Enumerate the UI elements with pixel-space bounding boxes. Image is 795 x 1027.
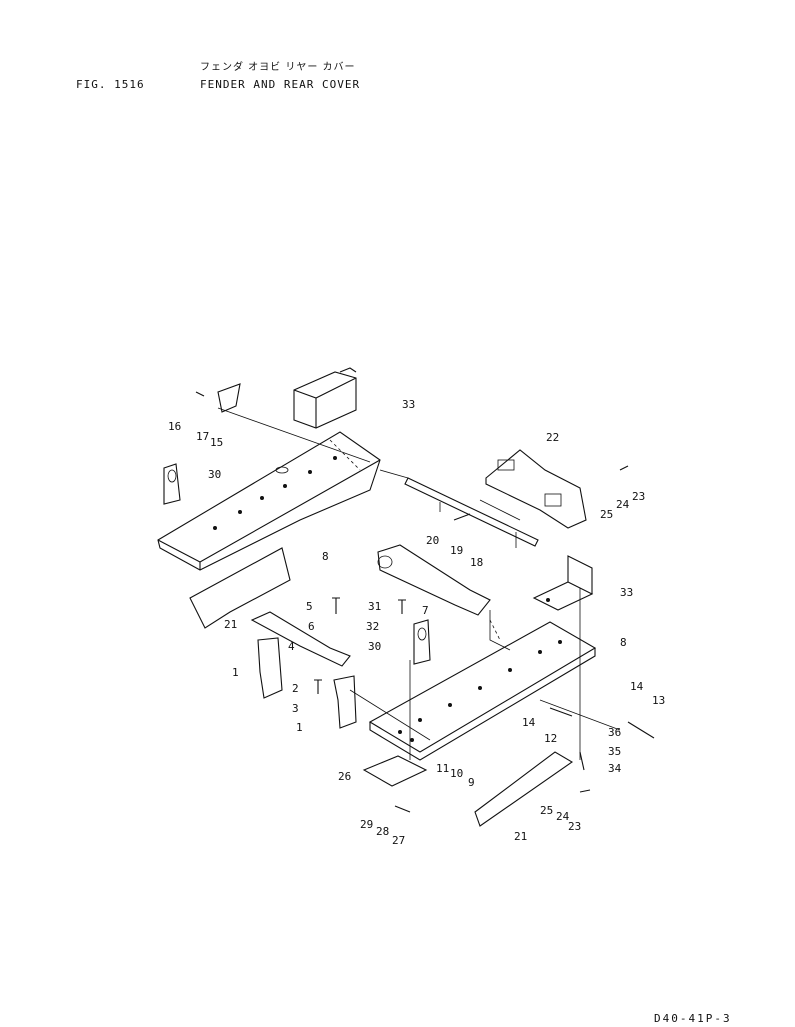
callout-33: 33	[402, 398, 415, 411]
bar-4	[250, 611, 351, 667]
callout-23-lower: 23	[568, 820, 581, 833]
callout-25-lower: 25	[540, 804, 553, 817]
callout-9: 9	[468, 776, 475, 789]
callout-22: 22	[546, 431, 559, 444]
callout-11: 11	[436, 762, 449, 775]
callout-15: 15	[210, 436, 223, 449]
eye-bracket-upper	[163, 463, 181, 505]
callout-1: 1	[232, 666, 239, 679]
support-1-right	[333, 675, 357, 729]
fasteners	[195, 391, 655, 813]
callout-23: 23	[632, 490, 645, 503]
plate-15	[217, 383, 241, 413]
cover-left	[189, 547, 291, 629]
eye-bracket-lower	[413, 619, 431, 665]
plate-26	[362, 755, 428, 787]
bar-18	[404, 477, 539, 548]
callout-25: 25	[600, 508, 613, 521]
callout-28: 28	[376, 825, 389, 838]
callout-24-lower: 24	[556, 810, 570, 823]
callout-31: 31	[368, 600, 381, 613]
callout-17: 17	[196, 430, 209, 443]
callout-8-lower: 8	[620, 636, 627, 649]
support-1-left	[257, 637, 283, 699]
callout-30: 30	[208, 468, 221, 481]
callout-33-lower: 33	[620, 586, 633, 599]
callout-5: 5	[306, 600, 313, 613]
callout-14: 14	[630, 680, 644, 693]
callout-34: 34	[608, 762, 622, 775]
callout-18: 18	[470, 556, 483, 569]
fender-left	[157, 431, 381, 571]
callout-21: 21	[224, 618, 237, 631]
callout-13: 13	[652, 694, 665, 707]
callout-29: 29	[360, 818, 373, 831]
leader-lines	[217, 407, 621, 760]
callout-20: 20	[426, 534, 439, 547]
document-code: D40-41P-3	[654, 1012, 732, 1025]
callout-36: 36	[608, 726, 621, 739]
cross-member-7	[377, 544, 491, 616]
callout-16: 16	[168, 420, 181, 433]
fender-right	[368, 619, 597, 761]
figure-title: FENDER AND REAR COVER	[200, 78, 361, 91]
callout-10: 10	[450, 767, 463, 780]
figure-number: FIG. 1516	[76, 78, 145, 91]
cover-right	[474, 751, 574, 827]
callout-35: 35	[608, 745, 621, 758]
callout-30-lower: 30	[368, 640, 381, 653]
bracket-22	[485, 449, 587, 529]
callout-14-lower: 14	[522, 716, 536, 729]
callout-3: 3	[292, 702, 299, 715]
toolbox-upper	[293, 367, 357, 429]
callout-1-lower: 1	[296, 721, 303, 734]
callout-2: 2	[292, 682, 299, 695]
callout-27: 27	[392, 834, 405, 847]
figure-title-japanese: フェンダ オヨビ リヤー カバー	[200, 62, 356, 73]
bracket-33-lower	[532, 555, 594, 611]
callout-32: 32	[366, 620, 379, 633]
callout-8: 8	[322, 550, 329, 563]
callout-7: 7	[422, 604, 429, 617]
callout-12: 12	[544, 732, 557, 745]
callout-4: 4	[288, 640, 295, 653]
callout-24: 24	[616, 498, 630, 511]
callout-19: 19	[450, 544, 463, 557]
callout-26: 26	[338, 770, 351, 783]
callout-6: 6	[308, 620, 315, 633]
callout-21-lower: 21	[514, 830, 527, 843]
